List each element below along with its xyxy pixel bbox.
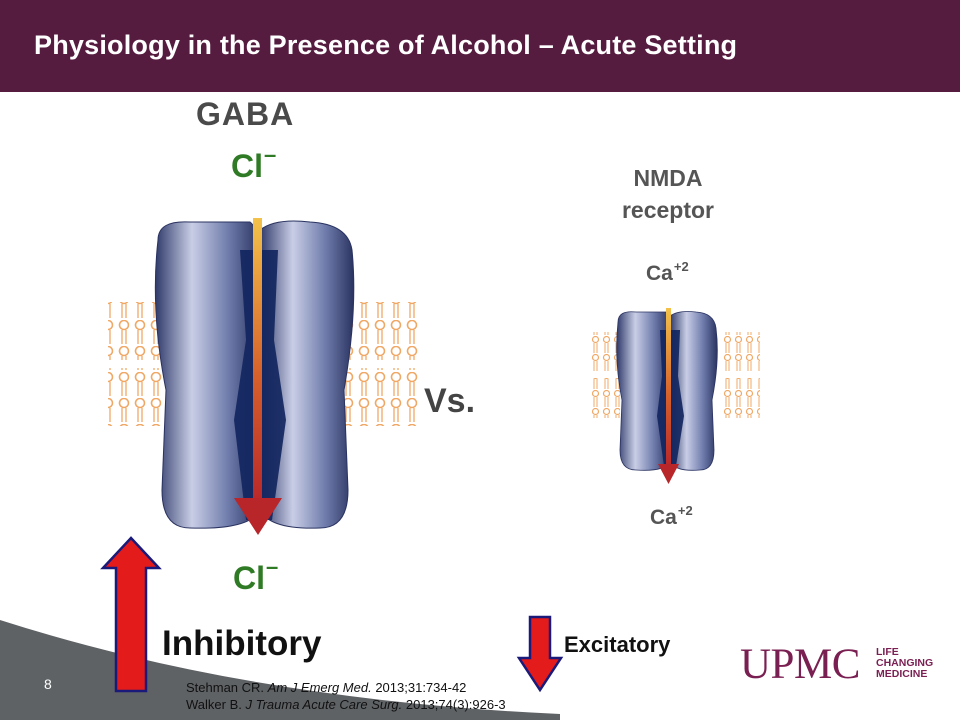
excitatory-label: Excitatory — [564, 632, 671, 657]
logo-tagline: LIFE CHANGING MEDICINE — [876, 646, 934, 680]
versus-label: Vs. — [424, 382, 476, 420]
chloride-bottom-label: Cl– — [233, 554, 279, 596]
reference-1: Stehman CR. Am J Emerg Med. 2013;31:734-… — [186, 680, 467, 695]
nmda-receptor-illustration — [592, 308, 760, 484]
calcium-top-label: Ca+2 — [646, 259, 689, 285]
nmda-receptor-label: NMDA receptor — [621, 165, 715, 223]
reference-2: Walker B. J Trauma Acute Care Surg. 2013… — [186, 697, 506, 712]
calcium-bottom-label: Ca+2 — [650, 503, 693, 529]
inhibitory-label: Inhibitory — [162, 624, 322, 663]
chloride-top-label: Cl– — [231, 142, 277, 184]
footer-band — [0, 620, 560, 720]
upmc-logo: UPMC — [740, 641, 860, 688]
up-arrow-icon — [100, 536, 162, 693]
down-arrow-icon — [516, 615, 564, 693]
page-number: 8 — [44, 676, 52, 692]
title-bar: Physiology in the Presence of Alcohol – … — [0, 0, 960, 92]
gaba-receptor-illustration — [108, 218, 422, 535]
slide-title: Physiology in the Presence of Alcohol – … — [34, 30, 738, 60]
gaba-label: GABA — [196, 96, 295, 132]
